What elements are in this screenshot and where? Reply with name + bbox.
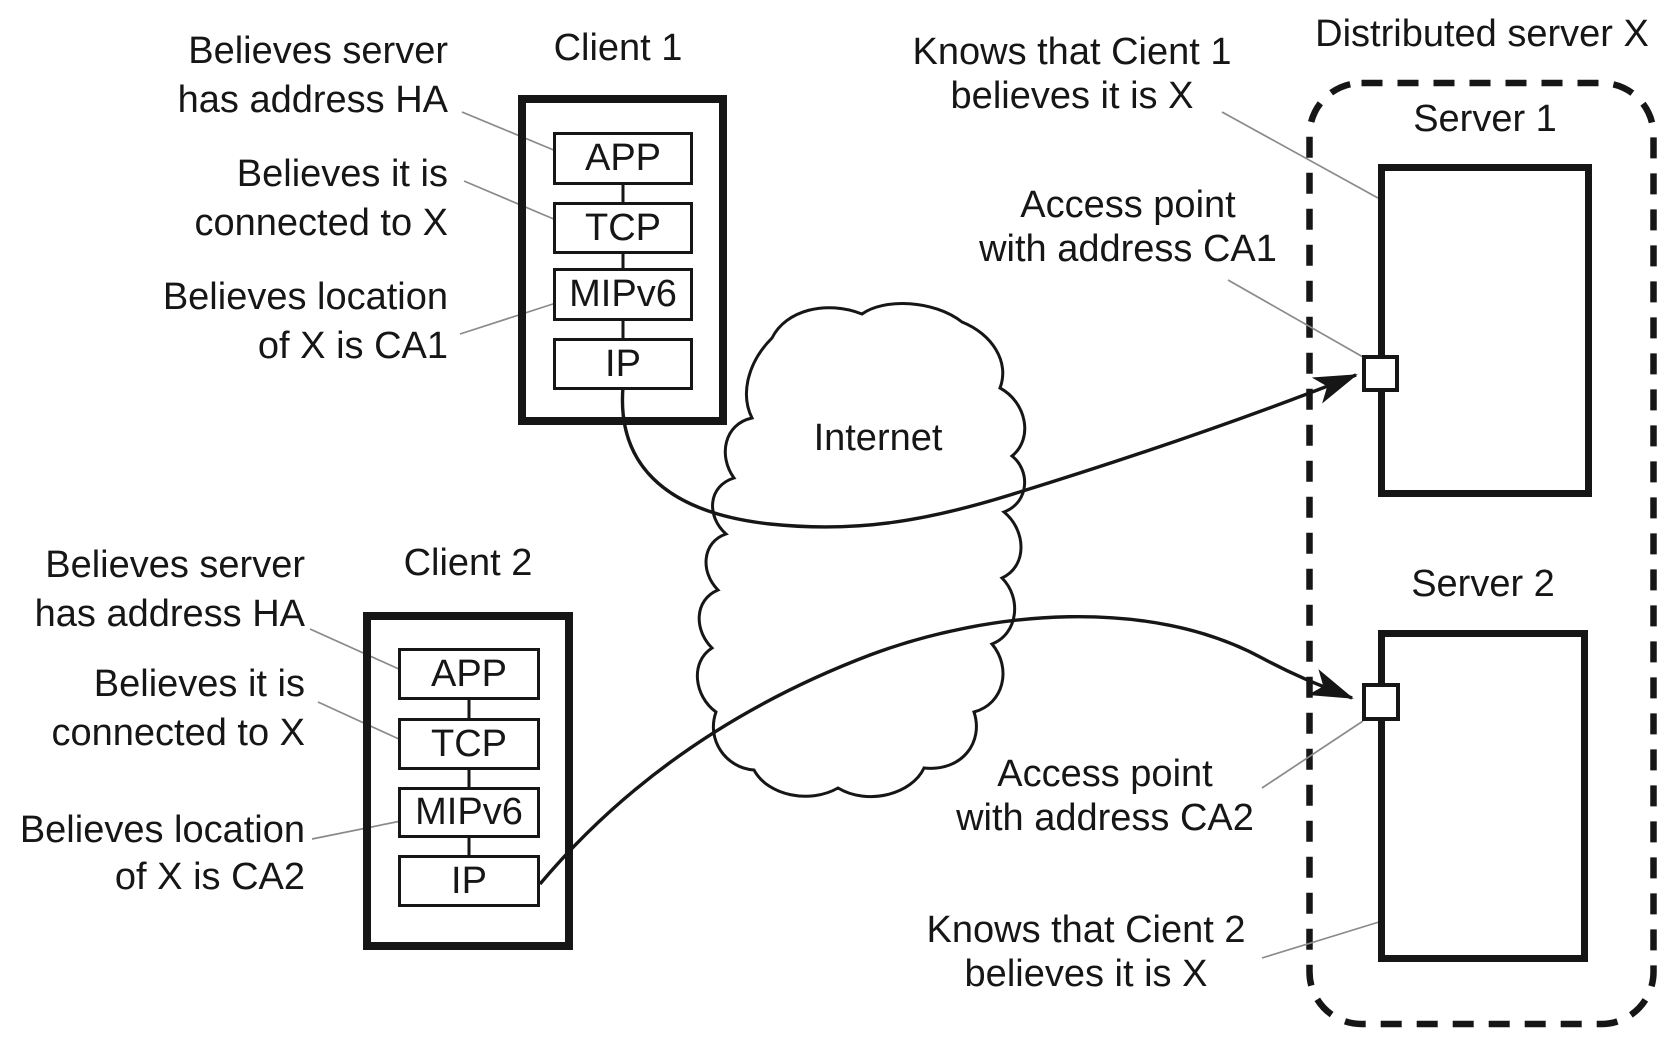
server1-access-point xyxy=(1362,355,1399,392)
client2-layer-app: APP xyxy=(398,648,540,700)
client2-box xyxy=(363,612,573,950)
connection-client1-to-server1 xyxy=(620,373,1358,529)
client1-note-mipv6: Believes location of X is CA1 xyxy=(162,276,448,367)
distributed-server-title: Distributed server X xyxy=(1315,13,1649,55)
server1-box xyxy=(1378,164,1592,497)
leader-client2-app xyxy=(309,628,402,671)
server1-knows-note: Knows that Cient 1 believes it is X xyxy=(912,31,1232,117)
leader-client1-mip xyxy=(459,302,557,335)
client1-box xyxy=(518,95,727,425)
client1-layer-mipv6: MIPv6 xyxy=(553,268,693,321)
server1-access-note: Access point with address CA1 xyxy=(979,184,1277,270)
client2-note-app: Believes server has address HA xyxy=(34,544,305,635)
client2-layer-tcp: TCP xyxy=(398,718,540,770)
client1-layer-app: APP xyxy=(553,132,693,185)
leader-server2-knows xyxy=(1261,921,1380,959)
layer-connectors xyxy=(467,183,625,857)
client1-title: Client 1 xyxy=(553,27,683,69)
client2-title: Client 2 xyxy=(403,542,533,584)
internet-label: Internet xyxy=(813,417,943,459)
client2-layer-ip: IP xyxy=(398,855,540,907)
leader-server1-knows xyxy=(1221,111,1379,199)
internet-cloud-shape xyxy=(696,302,1027,799)
client1-layer-tcp: TCP xyxy=(553,202,693,254)
client1-note-tcp: Believes it is connected to X xyxy=(194,153,448,244)
client1-note-app: Believes server has address HA xyxy=(177,30,448,121)
client2-note-tcp: Believes it is connected to X xyxy=(51,663,305,754)
client2-note-mipv6: Believes location of X is CA2 xyxy=(19,809,305,898)
server2-access-point xyxy=(1362,683,1400,721)
server2-knows-note: Knows that Cient 2 believes it is X xyxy=(926,909,1246,995)
server1-title: Server 1 xyxy=(1413,98,1557,140)
server2-access-note: Access point with address CA2 xyxy=(956,753,1254,839)
leader-client1-app xyxy=(461,111,557,152)
leader-lines xyxy=(309,111,1380,959)
server2-title: Server 2 xyxy=(1411,563,1555,605)
leader-server1-access xyxy=(1227,279,1364,358)
leader-server2-access xyxy=(1261,720,1364,789)
leader-client2-tcp xyxy=(317,701,402,741)
leader-client1-tcp xyxy=(463,180,557,221)
server2-box xyxy=(1378,630,1588,962)
client2-layer-mipv6: MIPv6 xyxy=(398,787,540,838)
client1-layer-ip: IP xyxy=(553,338,693,390)
leader-client2-mip xyxy=(311,820,402,840)
distributed-server-dashed-boundary xyxy=(1306,79,1657,1028)
connection-client2-to-server2 xyxy=(538,614,1354,886)
